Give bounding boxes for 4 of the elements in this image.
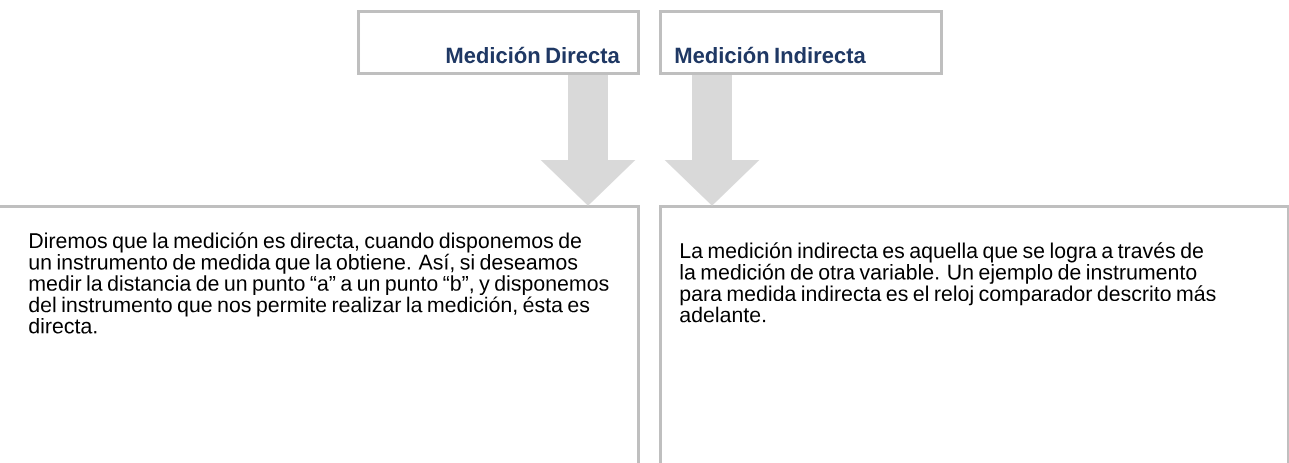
- heading-box: Medición Directa: [357, 10, 640, 75]
- text-box: Diremos que la medición es directa, cuando disponemos de un instrumento de medida que la obtiene. Así, si deseamos medir la distancia de un punto “a” a un punto “b”, y disponemos del instrumento que nos permite realizar la medición, ésta es directa.: [0, 205, 640, 463]
- text-box: La medición indirecta es aquella que se logra a través de la medición de otra variable. Un ejemplo de instrumento para medida indirecta es el reloj comparador descrito más adelante.: [659, 205, 1289, 463]
- heading-box: Medición Indirecta: [659, 10, 943, 75]
